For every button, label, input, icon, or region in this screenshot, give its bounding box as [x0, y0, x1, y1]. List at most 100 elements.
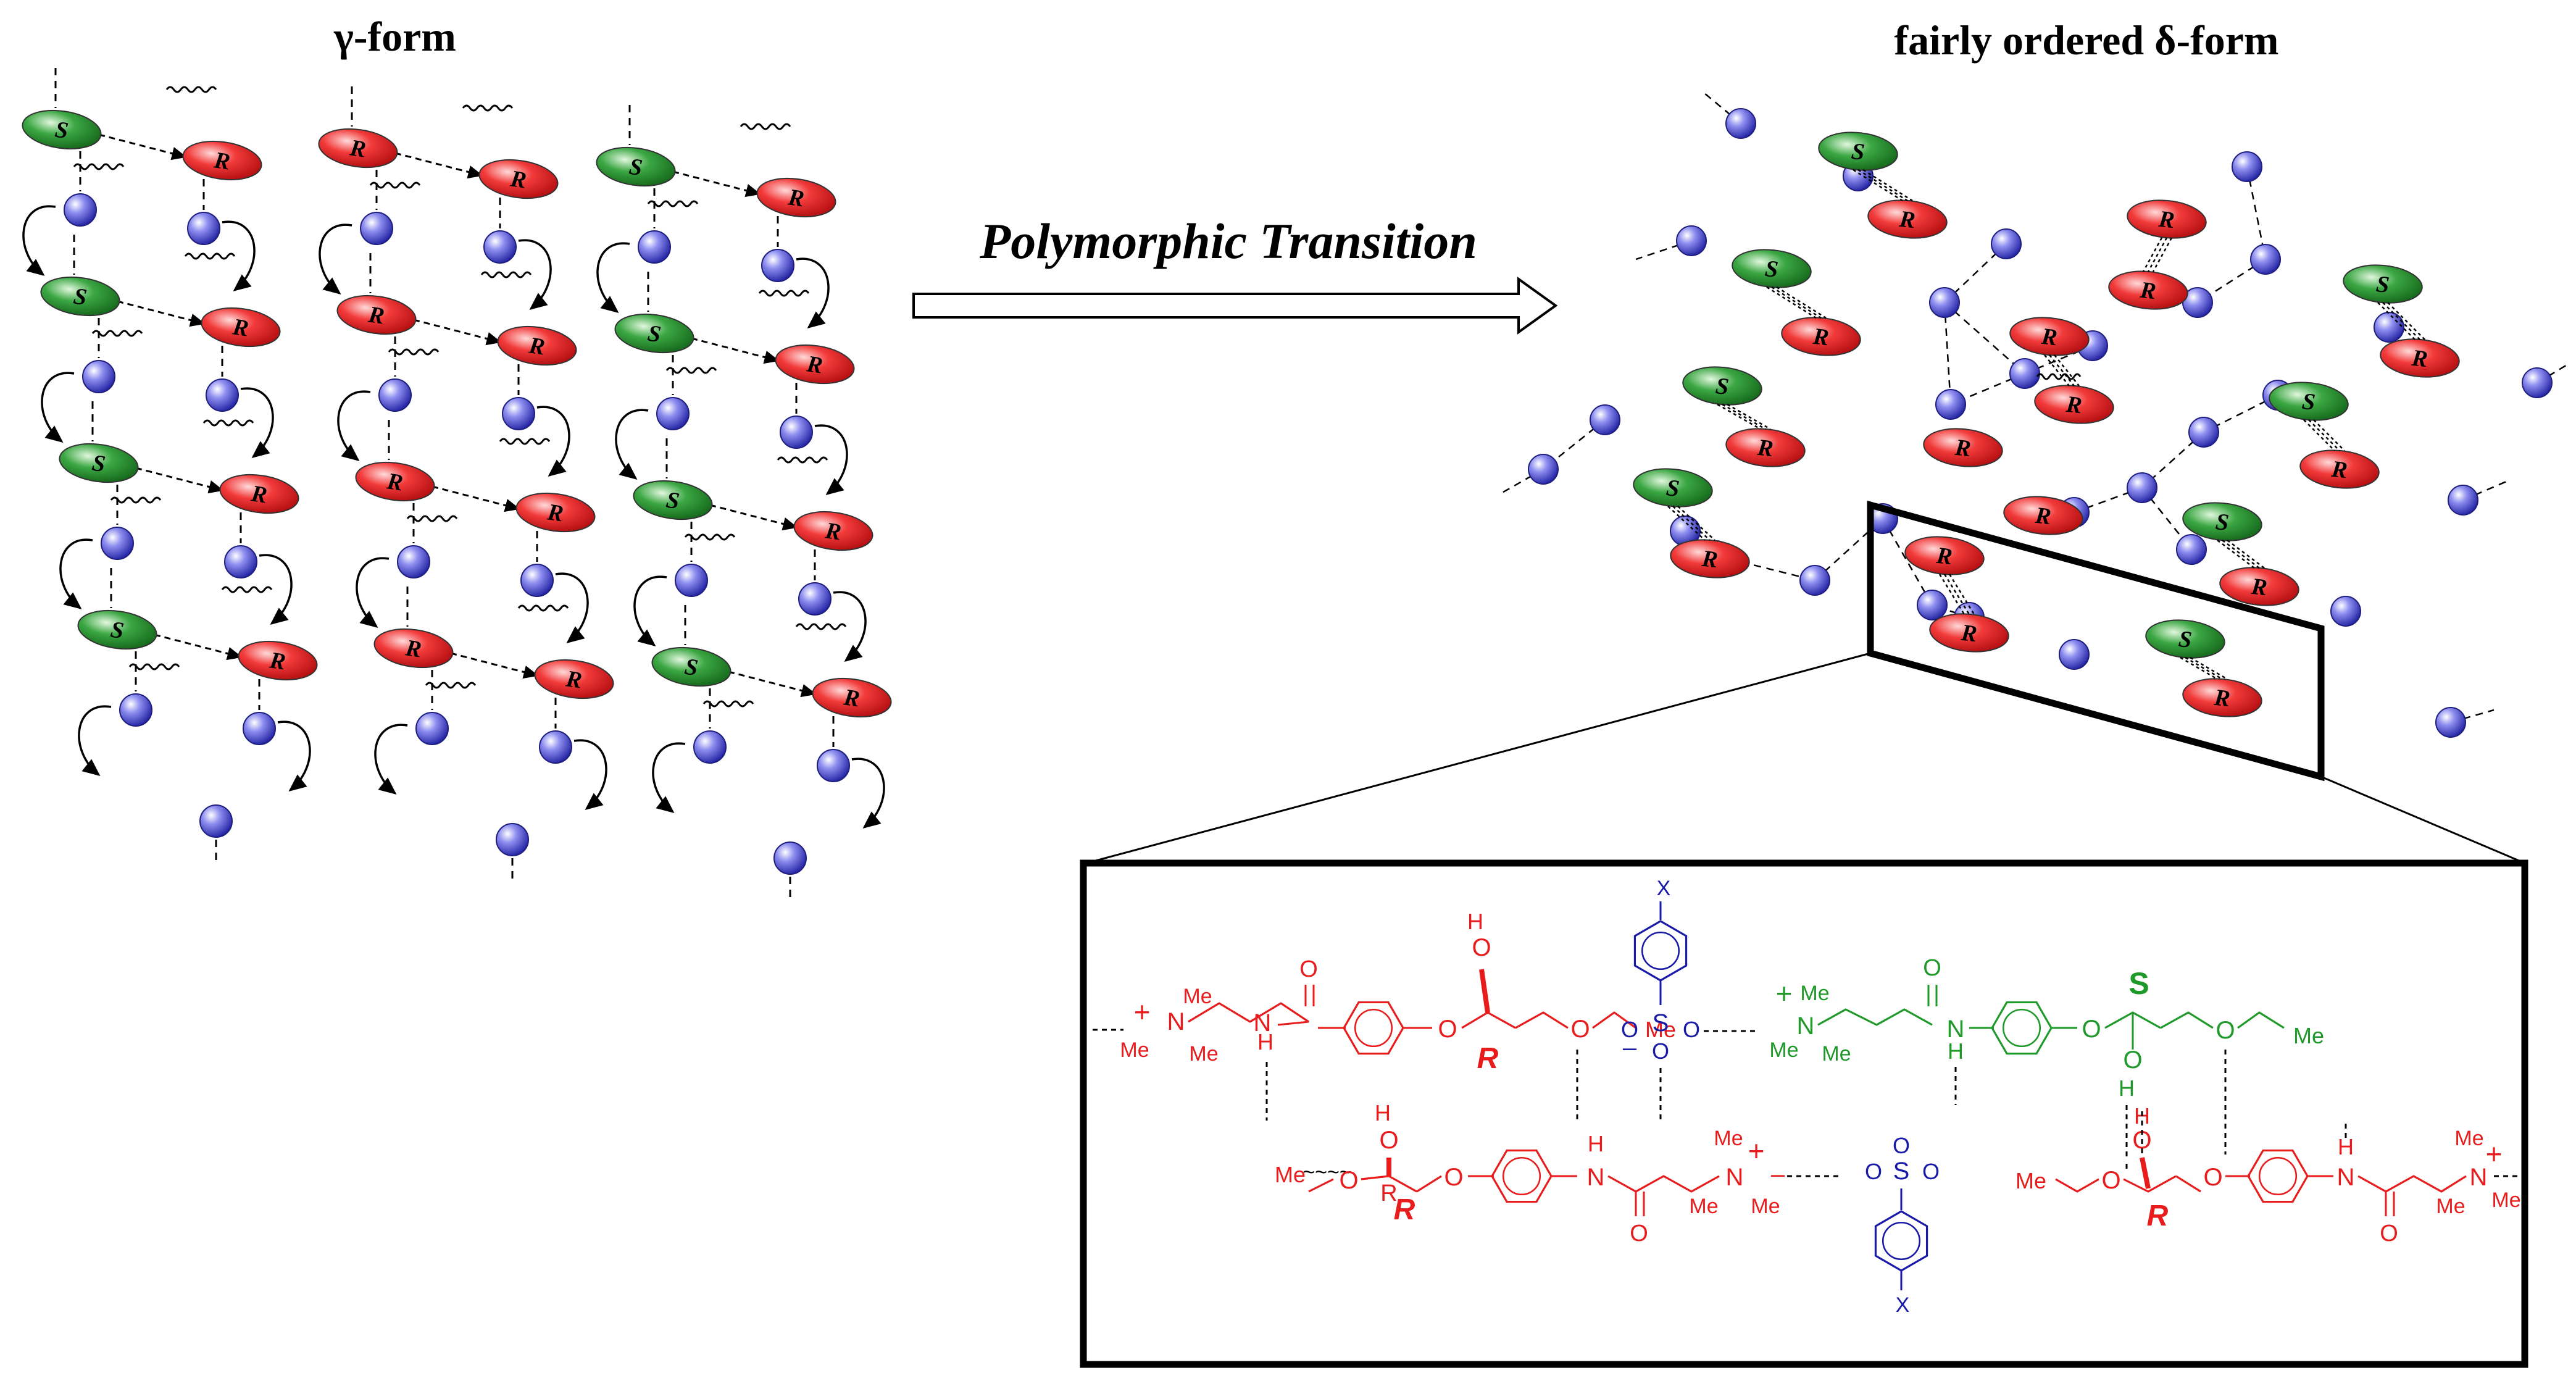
zoom-connector-lines [1086, 652, 2525, 864]
r-unit-shape [2219, 567, 2299, 606]
atom-o: O [1444, 1164, 1463, 1191]
atom-n: N [2337, 1164, 2355, 1191]
s-unit-shape [22, 109, 102, 150]
r-unit-label: R [2138, 277, 2157, 305]
r-unit-shape [1867, 199, 1948, 239]
r-unit-label: R [2410, 345, 2429, 373]
r-unit-label: R [841, 684, 861, 712]
chain [2123, 1175, 2177, 1193]
r-unit-label: R [823, 517, 843, 545]
r-unit-label: R [403, 635, 423, 662]
rotation-arrow [277, 720, 311, 791]
hbond-dash [1882, 518, 1933, 606]
carbonyl-bond [1927, 985, 1938, 1006]
atom-o: O [1621, 1017, 1638, 1042]
stacking-dash [2227, 540, 2265, 569]
counterion-sphere [1528, 454, 1559, 485]
stacking-dash [1727, 403, 1771, 430]
rotation-arrow [240, 387, 274, 458]
r-enantiomer-unit: R [201, 307, 281, 348]
r-unit-shape [2127, 199, 2207, 239]
r-unit-label: R [1953, 435, 1972, 462]
disorder-wavy-line [221, 586, 273, 593]
stacking-dash [2185, 656, 2223, 680]
carbonyl-bond [2385, 1192, 2395, 1216]
disorder-wavy-line [369, 182, 421, 189]
r-unit-shape [775, 344, 855, 385]
methyl-label: Me [1751, 1195, 1780, 1218]
counterion-sphere [243, 712, 276, 745]
s-enantiomer-unit: S [22, 109, 102, 150]
methyl-label: Me [1822, 1042, 1851, 1066]
s-unit-shape [596, 146, 676, 187]
stacking-dash [2152, 237, 2173, 272]
chemical-structure-panel [1080, 859, 2528, 1368]
r-unit-shape [2182, 678, 2262, 717]
atom-n: N [1947, 1016, 1965, 1043]
carbonyl-bond [1635, 1192, 1645, 1216]
r-enantiomer-unit: R [373, 628, 454, 669]
atom-s: S [1653, 1009, 1669, 1037]
r-enantiomer-unit: R [2219, 567, 2299, 606]
atom-o: O [1339, 1167, 1358, 1194]
stereo-r-label: R [2147, 1200, 2169, 1232]
s-unit-shape [1818, 132, 1898, 171]
atom-n: N [1167, 1008, 1185, 1035]
methyl-label: Me [2015, 1168, 2046, 1193]
s-enantiomer-unit: S [59, 443, 139, 483]
benzene-ring [2247, 1149, 2309, 1203]
stacking-dash [1722, 403, 1766, 430]
counterion-sphere [1917, 590, 1948, 620]
s-unit-shape [77, 609, 157, 650]
charge-minus: – [1771, 1161, 1785, 1188]
disorder-wavy-line [647, 200, 699, 207]
s-unit-shape [2182, 502, 2262, 541]
r-unit-label: R [1935, 543, 1954, 570]
s-unit-label: S [1764, 256, 1779, 283]
r-unit-label: R [267, 647, 287, 675]
counterion-sphere [1590, 404, 1620, 435]
r-unit-shape [2299, 449, 2380, 489]
atom-o: O [1923, 955, 1941, 981]
r-unit-label: R [527, 332, 546, 360]
r-unit-shape [1670, 539, 1750, 578]
r-unit-shape [2009, 317, 2090, 356]
atom-o: O [1683, 1017, 1700, 1042]
r-enantiomer-unit: R [793, 511, 873, 551]
disorder-wavy-line [517, 604, 569, 612]
benzene-ring-aromatic [1354, 1008, 1393, 1048]
atom-o: O [2101, 1167, 2120, 1194]
rotation-arrow [652, 742, 686, 813]
stereo-r-label: R [1394, 1193, 1415, 1226]
s-unit-shape [651, 646, 732, 687]
benzene-ring [1991, 1001, 2053, 1055]
atom-o: O [2215, 1017, 2235, 1044]
s-unit-label: S [1665, 475, 1680, 502]
counterion-sphere [2250, 244, 2281, 275]
stacking-dash [2054, 354, 2080, 386]
r-unit-shape [478, 159, 559, 199]
counterion-sphere [2059, 639, 2090, 670]
s-enantiomer-unit: S [1682, 366, 1762, 406]
charge-minus: – [1623, 1034, 1637, 1061]
counterion-sphere [761, 249, 794, 282]
disorder-wavy-line [202, 419, 254, 427]
stacking-dash [2382, 302, 2420, 340]
exchange-arrow [417, 477, 520, 512]
disorder-wavy-line [184, 253, 236, 260]
counterion-sphere [496, 823, 529, 856]
counterion-sphere [2448, 485, 2478, 516]
exchange-arrow [436, 643, 539, 679]
disorder-wavy-line [480, 271, 532, 278]
substituent-x: X [1896, 1293, 1910, 1317]
delta-form-title: fairly ordered δ-form [1894, 17, 2278, 64]
methyl-label: Me [1800, 982, 1829, 1005]
disorder-wavy-line: ~~~~ [1303, 1161, 1351, 1184]
r-unit-label: R [1898, 206, 1917, 234]
rotation-arrow [356, 557, 390, 628]
benzene-ring-aromatic [1882, 1221, 1921, 1261]
disorder-wavy-line [73, 163, 125, 170]
r-unit-shape [201, 307, 281, 348]
s-unit-label: S [2301, 388, 2316, 415]
